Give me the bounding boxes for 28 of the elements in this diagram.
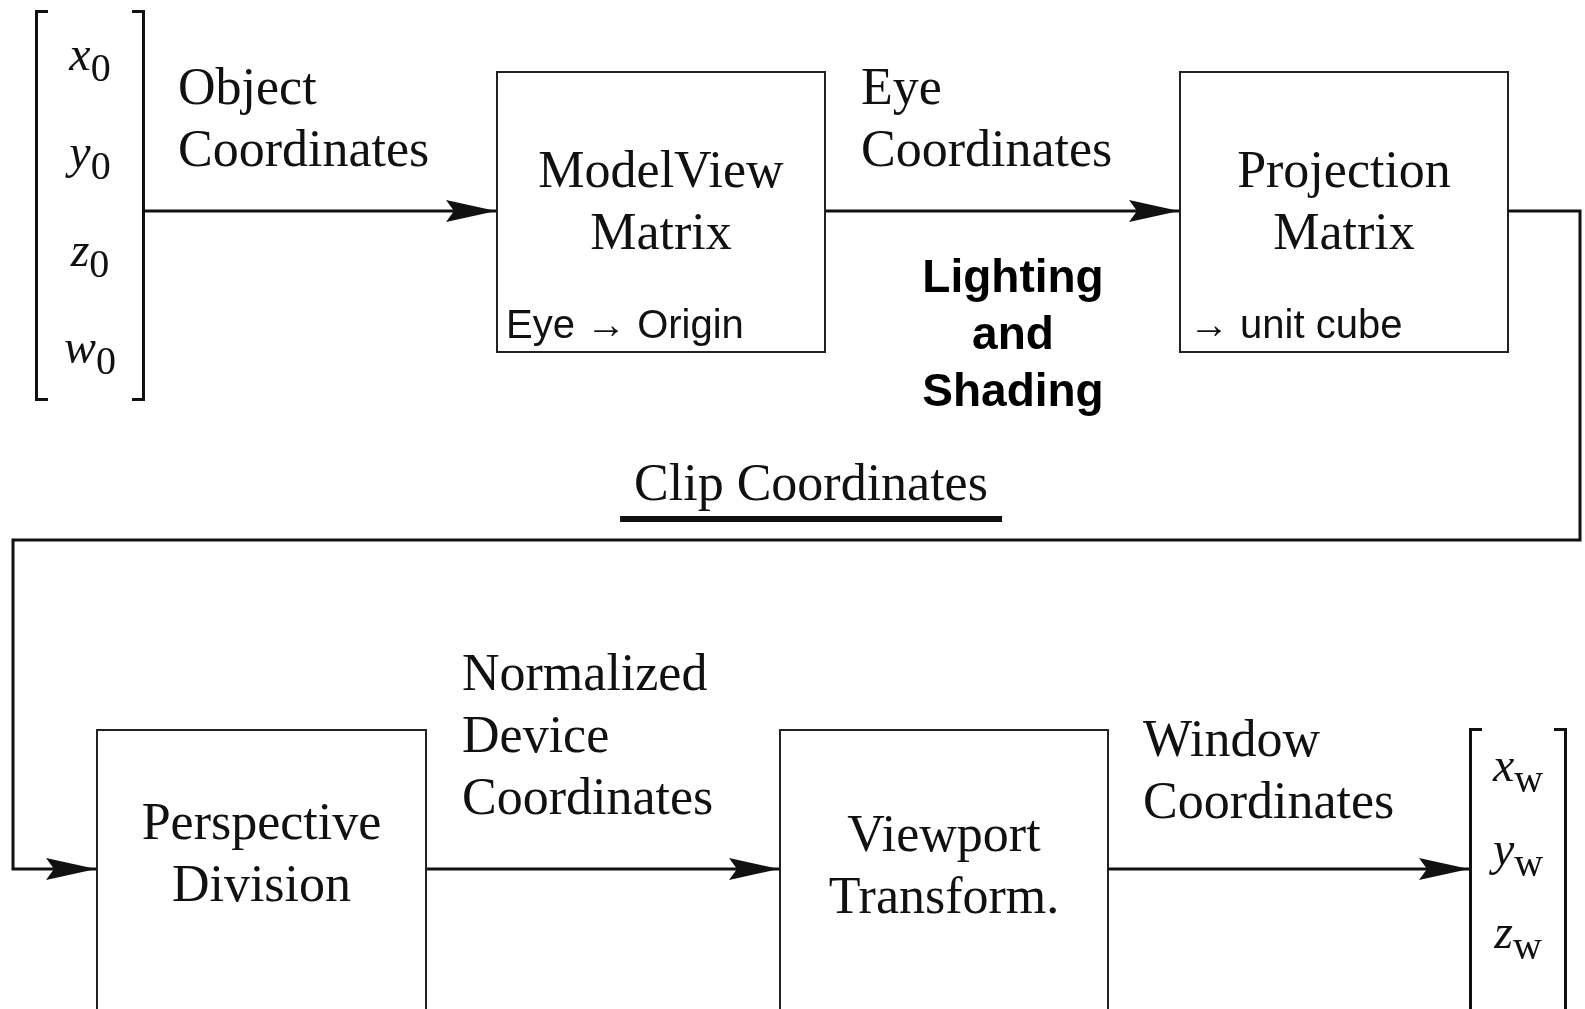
process-box	[496, 71, 826, 353]
edge-label: Clip Coordinates	[620, 452, 1002, 522]
box-title: Perspective Division	[140, 792, 383, 914]
box-note: Eye → Origin	[506, 302, 744, 347]
arrow	[145, 200, 496, 222]
arrow	[826, 200, 1179, 222]
vector-component: w$_{0}$	[64, 323, 116, 381]
vector-component: x$_{w}$	[1492, 741, 1544, 799]
column-vector	[35, 10, 145, 401]
arrow	[11, 209, 1582, 880]
arrow	[427, 858, 779, 880]
edge-label: Normalized Device Coordinates	[462, 643, 715, 827]
edge-label: Eye Coordinates	[861, 57, 1114, 179]
arrow	[1109, 858, 1469, 880]
annotation-text: Lighting and Shading	[921, 249, 1105, 418]
box-title: Projection Matrix	[1236, 140, 1452, 262]
vector-component: z$_{w}$	[1494, 908, 1542, 966]
process-box	[96, 729, 427, 1009]
vector-component: x$_{0}$	[69, 30, 111, 88]
column-vector	[1469, 728, 1567, 1009]
vector-component: z$_{0}$	[70, 225, 110, 284]
process-box	[779, 729, 1109, 1009]
box-title: ModelView Matrix	[537, 140, 785, 262]
process-box	[1179, 71, 1509, 353]
box-note: → unit cube	[1189, 302, 1403, 347]
box-title: Viewport Transform.	[827, 804, 1061, 926]
edge-label: Window Coordinates	[1143, 709, 1396, 831]
edge-label: Object Coordinates	[178, 57, 431, 179]
